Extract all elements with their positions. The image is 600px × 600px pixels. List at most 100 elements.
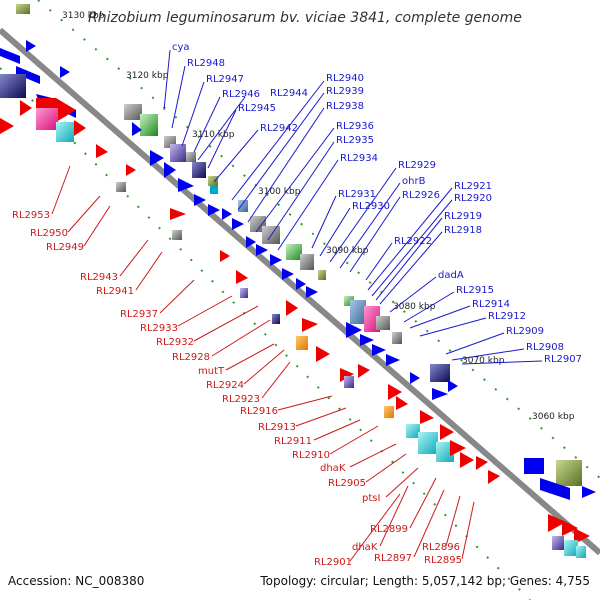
kbp-tick-label: 3120 kbp: [126, 71, 169, 81]
gene-arrow: [450, 440, 466, 456]
gene-arrow: [126, 164, 136, 176]
gene-block: [16, 4, 30, 14]
gene-arrow: [562, 520, 578, 536]
gene-label: RL2944: [270, 88, 308, 99]
gene-arrow: [26, 40, 36, 52]
gene-label: RL2914: [472, 299, 510, 310]
gene-block: [350, 300, 366, 324]
genome-backbone: [0, 27, 600, 556]
gene-label: mutT: [198, 366, 225, 377]
gene-label: RL2941: [96, 286, 134, 297]
kbp-tick-label: 3060 kbp: [532, 412, 575, 422]
kbp-tick-label: 3130 kbp: [62, 11, 105, 21]
gene-arrow: [286, 300, 298, 316]
gene-label: RL2905: [328, 478, 366, 489]
gene-arrow: [440, 424, 454, 440]
gene-block: [552, 536, 564, 550]
gene-label: RL2919: [444, 211, 482, 222]
gene-arrow: [0, 118, 14, 134]
kbp-ticks: 3130 kbp 3120 kbp 3110 kbp 3100 kbp 3090…: [62, 11, 575, 422]
reverse-gene-labels: RL2953 RL2950 RL2949 RL2943 RL2941 RL293…: [12, 210, 462, 568]
gene-arrow: [548, 514, 566, 532]
gene-label: RL2947: [206, 74, 244, 85]
gene-arrow: [170, 208, 186, 220]
accession-text: Accession: NC_008380: [8, 574, 144, 588]
gene-label: RL2930: [352, 201, 390, 212]
gene-block: [300, 254, 314, 270]
gene-label: ptsI: [362, 493, 380, 504]
gene-label: RL2933: [140, 323, 178, 334]
gene-arrow: [296, 278, 306, 290]
gene-arrow: [246, 236, 256, 248]
gene-block: [208, 176, 218, 186]
gene-arrow: [96, 144, 108, 158]
gene-label: RL2943: [80, 272, 118, 283]
gene-arrow: [540, 478, 570, 500]
gene-arrow: [372, 344, 386, 356]
gene-block: [556, 460, 582, 486]
gene-block: [430, 364, 450, 382]
gene-arrow: [220, 250, 230, 262]
gene-block: [172, 230, 182, 240]
gene-label: RL2929: [398, 160, 436, 171]
gene-block: [376, 316, 390, 330]
gene-label: dhaK: [320, 463, 346, 474]
figure-title: Rhizobium leguminosarum bv. viciae 3841,…: [88, 10, 522, 26]
gene-arrow: [178, 178, 194, 192]
gene-arrow: [476, 456, 488, 470]
gene-block: [344, 376, 354, 388]
gene-arrow: [74, 120, 86, 136]
gene-arrow: [20, 100, 32, 116]
gene-arrow: [360, 334, 374, 346]
gene-label: RL2909: [506, 326, 544, 337]
gene-label: RL2908: [526, 342, 564, 353]
gene-arrow: [256, 244, 268, 256]
gene-label: RL2920: [454, 193, 492, 204]
gene-arrow: [16, 66, 40, 84]
gene-label: RL2916: [240, 406, 278, 417]
gene-arrow: [488, 470, 500, 484]
gene-arrow: [302, 318, 318, 332]
gene-block: [392, 332, 402, 344]
gene-block: [564, 540, 578, 556]
kbp-tick-label: 3080 kbp: [393, 302, 436, 312]
gene-arrow: [386, 354, 400, 366]
gene-label: RL2915: [456, 285, 494, 296]
gene-block: [524, 458, 544, 474]
gene-label: RL2918: [444, 225, 482, 236]
gene-label: RL2939: [326, 86, 364, 97]
reverse-label-leaders: [51, 165, 475, 562]
gene-label: RL2928: [172, 352, 210, 363]
gene-block: [124, 104, 142, 120]
gene-arrow: [420, 410, 434, 424]
gene-block: [240, 288, 248, 298]
kbp-tick-label: 3100 kbp: [258, 187, 301, 197]
gene-label: RL2926: [402, 190, 440, 201]
gene-label: RL2946: [222, 89, 260, 100]
kbp-tick-label: 3110 kbp: [192, 130, 235, 140]
topology-text: Topology: circular; Length: 5,057,142 bp…: [259, 574, 590, 588]
reverse-strand-genes: [0, 98, 590, 558]
gene-block: [272, 314, 280, 324]
gene-label: RL2940: [326, 73, 364, 84]
gene-arrow: [346, 322, 362, 338]
gene-arrow: [448, 380, 458, 392]
gene-arrow: [358, 364, 370, 378]
forward-gene-labels: cya RL2948 RL2947 RL2946 RL2944 RL2945 R…: [172, 42, 582, 365]
gene-label: RL2938: [326, 101, 364, 112]
gene-block: [36, 108, 58, 130]
gene-label: RL2924: [206, 380, 244, 391]
gene-block: [238, 200, 248, 212]
gene-arrow: [306, 286, 318, 298]
gene-label: RL2945: [238, 103, 276, 114]
gene-block: [344, 296, 354, 306]
gene-block: [186, 152, 196, 162]
gene-label: RL2935: [336, 135, 374, 146]
gene-label: RL2921: [454, 181, 492, 192]
gene-label: RL2948: [187, 58, 225, 69]
gene-block: [116, 182, 126, 192]
gene-arrow: [0, 48, 20, 64]
gene-arrow: [150, 150, 164, 166]
gene-block: [170, 144, 186, 162]
